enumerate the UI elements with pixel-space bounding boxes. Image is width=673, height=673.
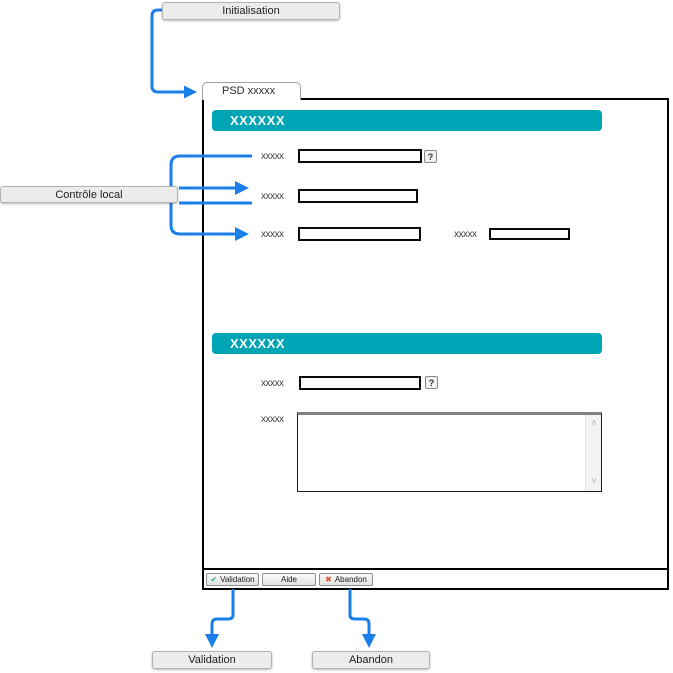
flow-box-validation-label: Validation [188,654,236,666]
abandon-button-label: Abandon [334,575,367,584]
arrow-init-to-form [150,8,197,99]
button-bar: ✔ Validation Aide ✖ Abandon [204,568,667,588]
field1-input[interactable] [298,149,422,163]
aide-button[interactable]: Aide [262,573,316,586]
form-tab-label: PSD xxxxx [222,85,276,97]
chevron-down-icon[interactable]: ˅ [591,476,597,487]
form-window: XXXXXX xxxxx ? xxxxx xxxxx xxxxx XXXXXX … [202,98,669,590]
field2-label: xxxxx [261,191,284,202]
field2-input[interactable] [298,189,418,203]
comments-textarea[interactable] [298,415,584,491]
textarea-label: xxxxx [261,414,284,425]
chevron-up-icon[interactable]: ˄ [591,418,597,429]
comments-textarea-frame: ˄ ˅ [297,412,602,492]
field3b-input[interactable] [489,228,570,240]
section2-header: XXXXXX [212,333,602,354]
section1-header: XXXXXX [212,110,602,131]
field4-help-button[interactable]: ? [425,376,438,389]
field4-label: xxxxx [261,378,284,389]
flow-box-initialisation: Initialisation [162,2,340,20]
cross-icon: ✖ [325,575,332,584]
abandon-button[interactable]: ✖ Abandon [319,573,373,586]
arrow-to-validation-box [205,589,235,648]
flow-box-initialisation-label: Initialisation [222,5,280,17]
field3a-label: xxxxx [261,229,284,240]
aide-button-label: Aide [280,575,297,584]
flow-box-validation: Validation [152,651,272,669]
field1-label: xxxxx [261,151,284,162]
field4-input[interactable] [299,376,421,390]
validation-button-label: Validation [220,575,255,584]
check-icon: ✔ [210,575,218,584]
arrow-to-abandon-box [348,589,376,648]
section2-title: XXXXXX [230,336,286,351]
flow-box-controle-local: Contrôle local [0,186,178,203]
flow-box-abandon-label: Abandon [348,654,394,666]
textarea-scrollbar[interactable]: ˄ ˅ [585,415,601,491]
field3a-input[interactable] [298,227,421,241]
validation-button[interactable]: ✔ Validation [206,573,259,586]
form-tab[interactable]: PSD xxxxx [202,82,301,100]
field3b-label: xxxxx [454,229,477,240]
flow-box-abandon: Abandon [312,651,430,669]
field1-help-button[interactable]: ? [424,150,437,163]
flow-box-controle-local-label: Contrôle local [55,188,123,201]
section1-title: XXXXXX [230,113,286,128]
